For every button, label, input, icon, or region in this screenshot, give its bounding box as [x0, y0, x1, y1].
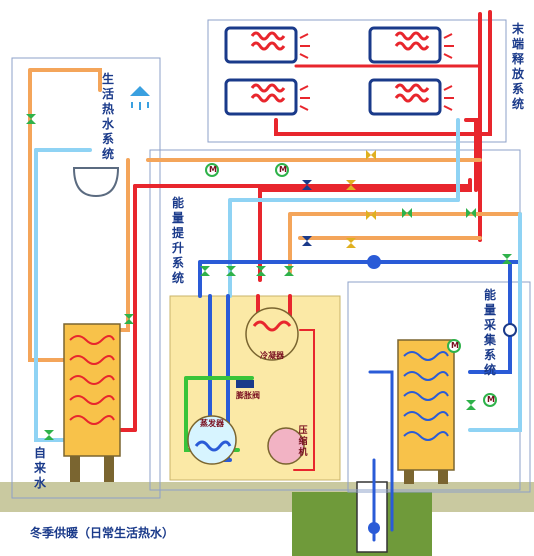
well-shaft	[356, 481, 388, 553]
evaporator-label: 蒸发器	[200, 419, 224, 428]
source-pump-icon	[503, 323, 517, 337]
condenser-label: 冷凝器	[260, 351, 284, 360]
expansion-valve	[236, 380, 254, 388]
expansion-valve-label: 膨胀阀	[236, 391, 260, 400]
heat-exchangers	[63, 323, 455, 484]
valves	[26, 114, 512, 440]
motor-symbol: M	[209, 165, 217, 174]
motor-symbol: M	[279, 165, 287, 174]
motor-valve-icons	[205, 163, 497, 407]
motor-symbol: M	[487, 395, 495, 404]
well-pump-icon	[368, 522, 380, 534]
evaporator	[187, 415, 237, 465]
compressor-label: 压缩机	[298, 426, 308, 458]
dhw-system-label: 生活热水系统	[101, 72, 114, 161]
terminal-frame	[207, 19, 507, 143]
upgrade-system-label: 能量提升系统	[171, 196, 184, 285]
dhw-frame	[11, 57, 161, 499]
fan-coil-units	[224, 26, 454, 116]
circulation-pump-icon	[367, 255, 381, 269]
ground	[0, 482, 534, 512]
washbasin-icon	[72, 167, 120, 198]
collection-system-label: 能量采集系统	[483, 288, 496, 377]
compressor	[267, 427, 305, 465]
collection-frame	[347, 281, 531, 493]
motor-symbol: M	[451, 341, 459, 350]
terminal-system-label: 末端释放系统	[511, 22, 524, 111]
diagram-caption: 冬季供暖（日常生活热水）	[30, 526, 175, 540]
pipes	[28, 10, 522, 542]
shower-head-icon	[130, 86, 150, 96]
tap-water-label: 自来水	[33, 446, 46, 490]
